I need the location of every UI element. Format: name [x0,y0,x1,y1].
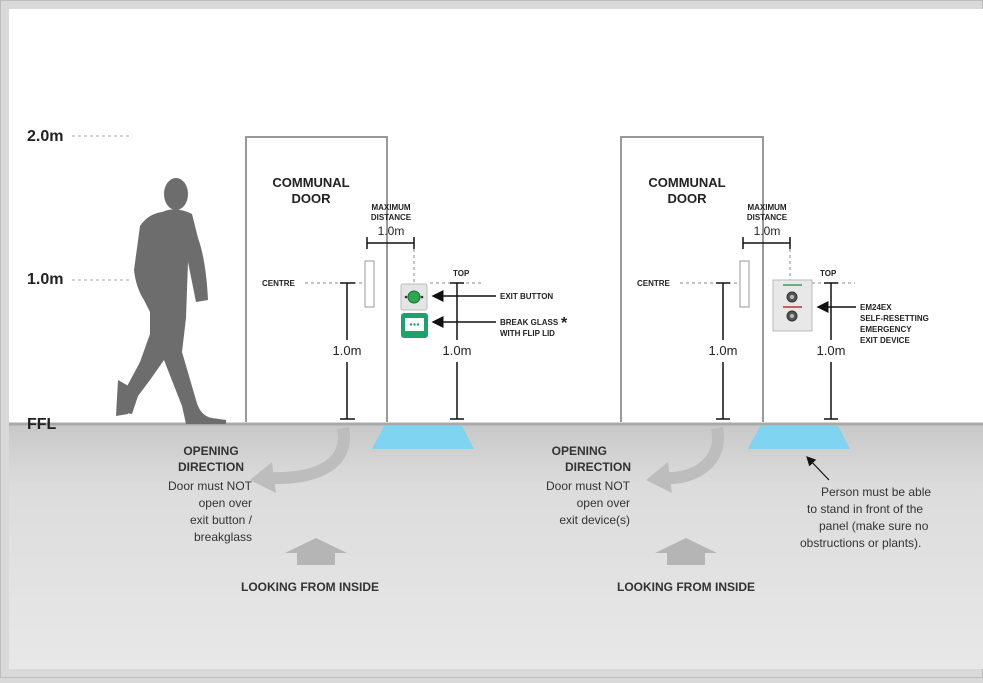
break-glass-label-line1: BREAK GLASS [500,318,559,327]
right-note-line2: open over [577,496,630,510]
em24ex-device [772,279,813,332]
left-door-title-line2: DOOR [292,191,332,206]
person-note-line3: panel (make sure no [819,519,929,533]
left-handle-height-dimension [340,282,355,420]
break-glass-asterisk: * [561,315,568,332]
left-handle-height-label: 1.0m [333,343,362,358]
left-max-distance-dimension [366,237,415,249]
right-handle-height-dimension [716,282,730,420]
height-label-1m: 1.0m [27,271,63,288]
em24ex-label-line4: EXIT DEVICE [860,336,910,345]
right-max-distance-line2: DISTANCE [747,213,788,222]
right-max-distance-value: 1.0m [754,224,781,238]
left-opening-arrow-shaft [267,426,350,485]
left-note-line4: breakglass [194,530,252,544]
right-opening-line1: OPENING [552,444,607,458]
left-standing-mat [372,426,474,449]
em24ex-label-line1: EM24EX [860,303,892,312]
left-max-distance-value: 1.0m [378,224,405,238]
person-silhouette [116,178,226,424]
ffl-label: FFL [27,416,57,433]
right-max-distance-line1: MAXIMUM [747,203,786,212]
left-door-title-line1: COMMUNAL [272,175,349,190]
right-top-label: TOP [820,269,837,278]
height-label-2m: 2.0m [27,128,63,145]
right-opening-arrow-shaft [663,426,724,485]
right-standing-mat [748,426,850,449]
left-opening-line1: OPENING [183,444,238,458]
floor-panel [9,424,983,669]
left-door-frame [245,136,388,422]
left-inside-arrow-body [297,553,335,565]
break-glass-label-line2: WITH FLIP LID [500,329,555,338]
right-door-title-line1: COMMUNAL [648,175,725,190]
person-note-line4: obstructions or plants). [800,536,921,550]
right-looking-label: LOOKING FROM INSIDE [617,580,755,594]
exit-button-label: EXIT BUTTON [500,292,553,301]
right-door-title-line2: DOOR [668,191,708,206]
em24ex-label-line3: EMERGENCY [860,325,912,334]
left-note-line3: exit button / [190,513,253,527]
left-top-label: TOP [453,269,470,278]
right-opening-line2: DIRECTION [565,460,631,474]
right-centre-label: CENTRE [637,279,671,288]
right-inside-arrow-body [667,553,705,565]
right-note-line3: exit device(s) [559,513,630,527]
right-device-height-dimension [824,282,838,420]
right-max-distance-dimension [742,237,791,249]
left-max-distance-line2: DISTANCE [371,213,412,222]
left-max-distance-line1: MAXIMUM [371,203,410,212]
left-centre-label: CENTRE [262,279,296,288]
left-opening-arrow-head [250,462,276,493]
exit-button-device [400,283,428,311]
left-opening-line2: DIRECTION [178,460,244,474]
left-device-height-dimension [450,282,464,420]
right-opening-arrow-head [646,462,672,493]
right-door-handle [739,260,750,308]
right-handle-height-label: 1.0m [709,343,738,358]
left-looking-label: LOOKING FROM INSIDE [241,580,379,594]
person-note-pointer [806,456,830,481]
right-door-frame [620,136,764,422]
right-inside-arrow-head [655,538,717,553]
left-note-line2: open over [199,496,252,510]
person-note-line1: Person must be able [821,485,931,499]
left-inside-arrow-head [285,538,347,553]
right-note-line1: Door must NOT [546,479,631,493]
break-glass-device [401,313,428,338]
left-device-height-label: 1.0m [443,343,472,358]
em24ex-label-line2: SELF-RESETTING [860,314,929,323]
right-device-height-label: 1.0m [817,343,846,358]
left-note-line1: Door must NOT [168,479,253,493]
left-door-handle [364,260,375,308]
person-note-line2: to stand in front of the [807,502,923,516]
right-door-group: COMMUNAL DOOR MAXIMUM DISTANCE 1.0m CENT… [546,136,931,594]
left-door-group: COMMUNAL DOOR MAXIMUM DISTANCE 1.0m CENT… [168,136,568,594]
